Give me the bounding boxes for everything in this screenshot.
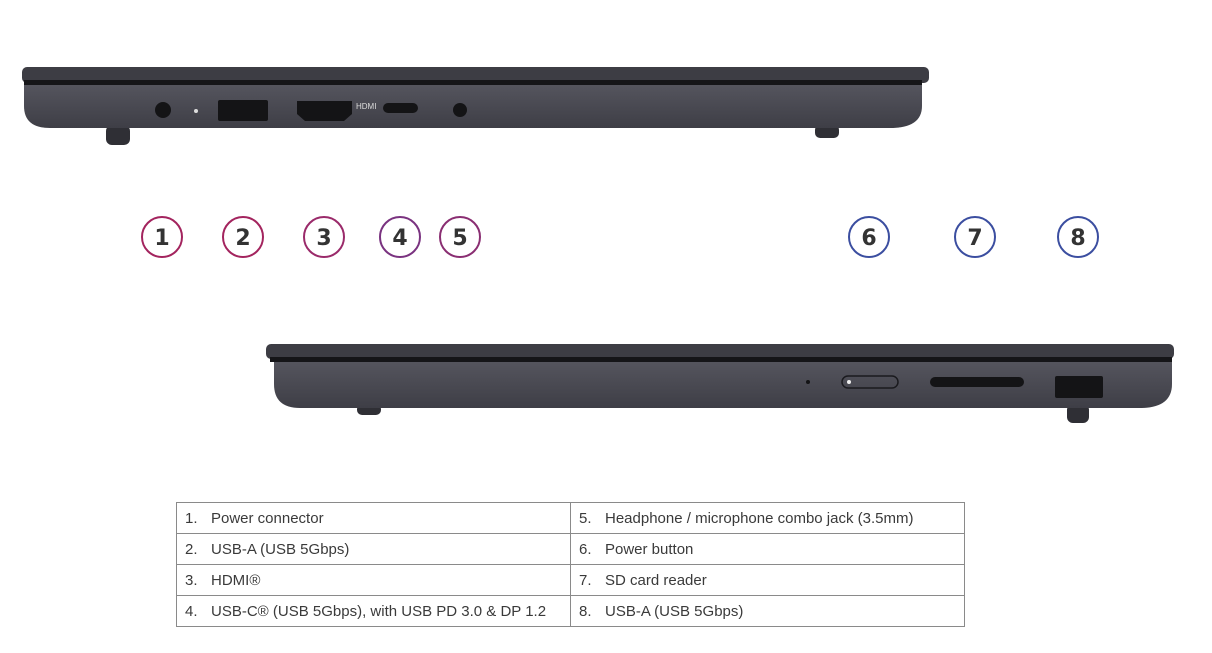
svg-text:8: 8 (1070, 226, 1085, 251)
legend-label: Headphone / microphone combo jack (3.5mm… (605, 509, 914, 527)
legend-label: SD card reader (605, 571, 707, 589)
hdmi-marking: HDMI (356, 102, 376, 111)
power-jack (155, 102, 171, 118)
legend-label: HDMI® (211, 571, 261, 589)
laptop-lid (22, 67, 929, 83)
svg-text:7: 7 (967, 226, 982, 251)
laptop-lid (266, 344, 1174, 359)
callout-1: 1 (141, 216, 183, 258)
leader-lines (161, 113, 1079, 380)
usb-a-port (1055, 376, 1103, 398)
legend-label: Power connector (211, 509, 324, 527)
ports-legend-table: 1.Power connector 5.Headphone / micropho… (176, 502, 965, 627)
foot (1067, 404, 1089, 423)
laptop-right-side (266, 344, 1174, 423)
foot (815, 125, 839, 138)
status-led (194, 109, 198, 113)
legend-label: USB-C® (USB 5Gbps), with USB PD 3.0 & DP… (211, 602, 547, 620)
svg-text:4: 4 (392, 226, 407, 251)
hdmi-port (297, 101, 352, 121)
table-row: 1.Power connector 5.Headphone / micropho… (176, 502, 965, 534)
laptop-left-side: HDMI (22, 67, 929, 145)
sd-card-slot (930, 377, 1024, 387)
callout-5: 5 (439, 216, 481, 258)
legend-label: USB-A (USB 5Gbps) (605, 602, 744, 620)
callout-2: 2 (222, 216, 264, 258)
svg-text:2: 2 (235, 226, 250, 251)
table-row: 4.USB-C® (USB 5Gbps), with USB PD 3.0 & … (176, 595, 965, 627)
legend-label: Power button (605, 540, 694, 558)
callout-6: 6 (848, 216, 890, 258)
usb-a-port (218, 100, 268, 121)
callout-3: 3 (303, 216, 345, 258)
usb-c-port (383, 103, 418, 113)
svg-text:5: 5 (452, 226, 467, 251)
svg-text:6: 6 (861, 226, 876, 251)
callout-4: 4 (379, 216, 421, 258)
legend-label: USB-A (USB 5Gbps) (211, 540, 350, 558)
audio-jack (453, 103, 467, 117)
callout-8: 8 (1057, 216, 1099, 258)
svg-text:3: 3 (316, 226, 331, 251)
svg-text:1: 1 (154, 226, 169, 251)
callout-7: 7 (954, 216, 996, 258)
table-row: 2.USB-A (USB 5Gbps) 6.Power button (176, 533, 965, 565)
foot (106, 125, 130, 145)
laptop-base (274, 361, 1172, 408)
table-row: 3.HDMI® 7.SD card reader (176, 564, 965, 596)
